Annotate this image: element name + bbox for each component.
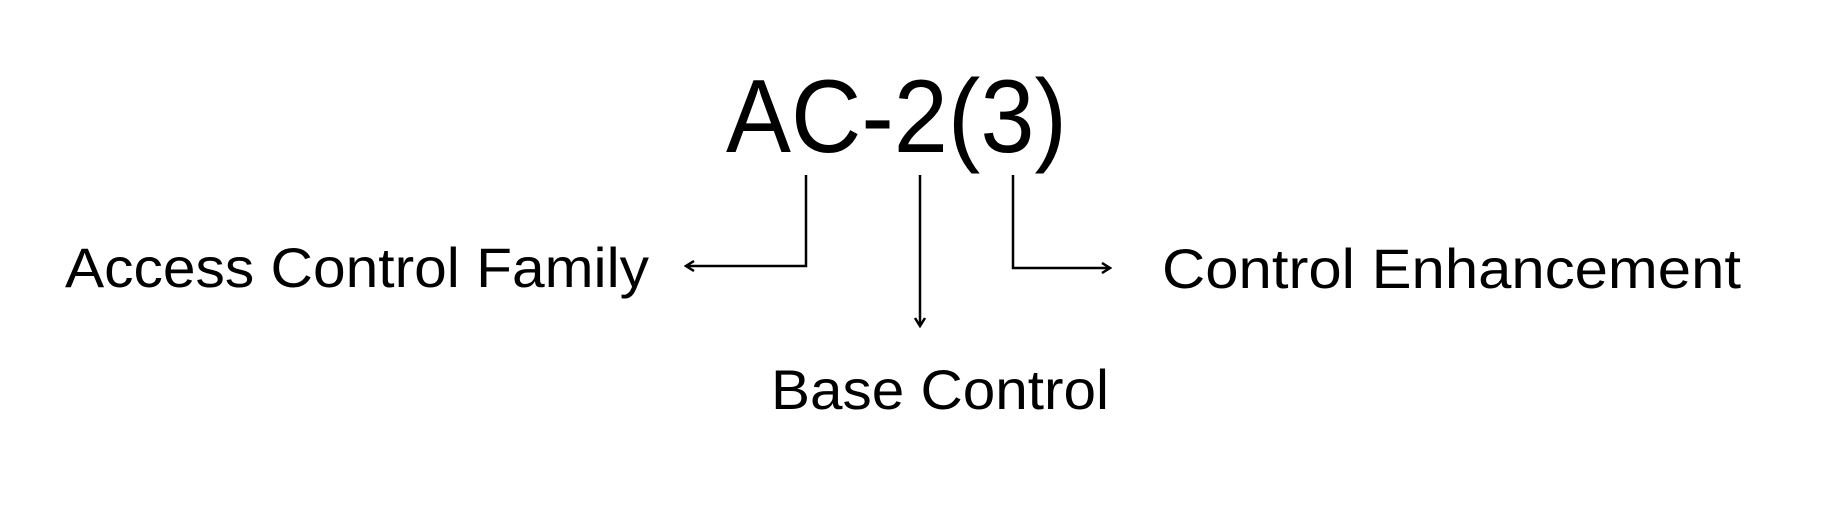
- enhancement-arrow: [1011, 175, 1110, 268]
- family-arrow: [686, 175, 808, 266]
- control-enhancement-label: Control Enhancement: [1162, 237, 1741, 300]
- base-control-label: Base Control: [771, 358, 1109, 421]
- control-identifier: AC-2(3): [726, 59, 1067, 175]
- access-control-family-label: Access Control Family: [65, 236, 649, 299]
